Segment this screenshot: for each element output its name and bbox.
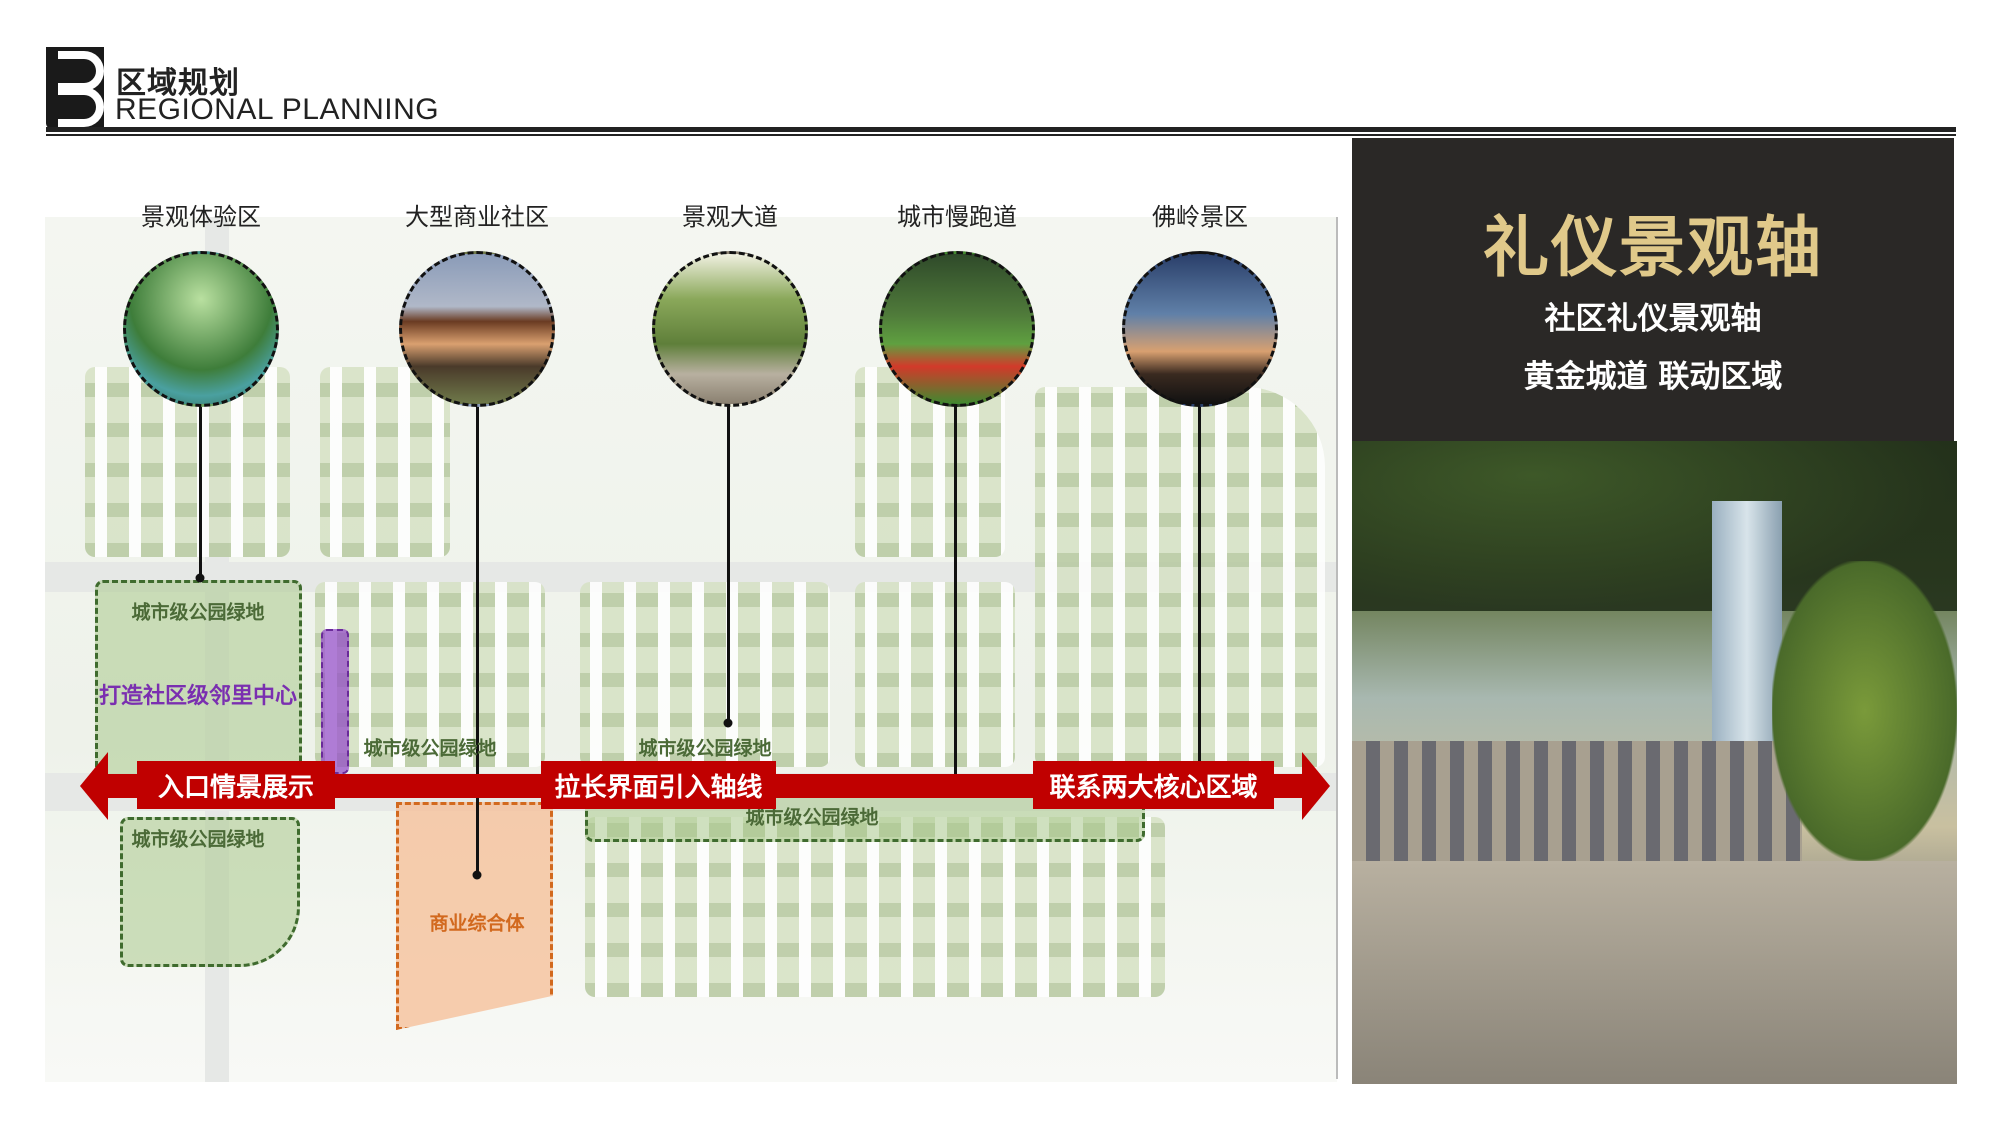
leader-line (727, 405, 730, 723)
tree-avenue-photo (652, 251, 808, 407)
header-rule-thin (46, 134, 1956, 136)
axis-label: 拉长界面引入轴线 (541, 761, 776, 809)
residential-block (1035, 387, 1325, 767)
category-label: 大型商业社区 (405, 203, 549, 231)
axis-label: 联系两大核心区域 (1033, 761, 1274, 809)
divider (1336, 217, 1338, 1079)
residential-block (320, 367, 450, 557)
wetland-park-photo (123, 251, 279, 407)
category-label: 景观体验区 (141, 203, 261, 231)
category-label: 城市慢跑道 (897, 203, 1017, 231)
panel-subtitle: 社区礼仪景观轴 (1544, 301, 1762, 337)
park-label: 城市级公园绿地 (363, 737, 497, 760)
neighborhood-center-zone (321, 629, 349, 774)
residential-block (315, 582, 545, 767)
residential-block (855, 582, 1015, 767)
page-subtitle: REGIONAL PLANNING (115, 93, 440, 126)
header-rule (46, 127, 1956, 132)
arrow-right-icon (1302, 752, 1330, 820)
commercial-building-photo (399, 251, 555, 407)
category-label: 景观大道 (682, 203, 778, 231)
park-zone-sw (120, 817, 300, 967)
site-plan-map (45, 217, 1337, 1082)
pagoda-photo (1122, 251, 1278, 407)
commercial-label: 商业综合体 (429, 912, 525, 935)
residential-block (580, 582, 830, 767)
leader-dot (195, 573, 205, 583)
panel-subtitle: 黄金城道 联动区域 (1523, 359, 1783, 395)
neighborhood-center-label: 打造社区级邻里中心 (98, 684, 298, 709)
info-panel: 礼仪景观轴 社区礼仪景观轴 黄金城道 联动区域 (1352, 138, 1954, 441)
axis-label: 入口情景展示 (137, 761, 335, 809)
leader-line (199, 405, 202, 578)
park-label: 城市级公园绿地 (638, 737, 772, 760)
category-label: 佛岭景区 (1152, 203, 1248, 231)
arrow-left-icon (80, 752, 108, 820)
logo (46, 47, 104, 129)
park-label: 城市级公园绿地 (131, 828, 265, 851)
residential-block (585, 817, 1165, 997)
page-title: 区域规划 (116, 66, 240, 101)
leader-line (1198, 405, 1201, 767)
jogging-track-photo (879, 251, 1035, 407)
leader-line (476, 405, 479, 875)
park-label: 城市级公园绿地 (745, 806, 879, 829)
street-rendering-photo (1352, 441, 1957, 1084)
park-zone-nw (95, 580, 302, 780)
park-label: 城市级公园绿地 (131, 601, 265, 624)
leader-dot (723, 718, 733, 728)
leader-dot (472, 870, 482, 880)
leader-line (954, 405, 957, 780)
panel-title: 礼仪景观轴 (1483, 209, 1823, 286)
